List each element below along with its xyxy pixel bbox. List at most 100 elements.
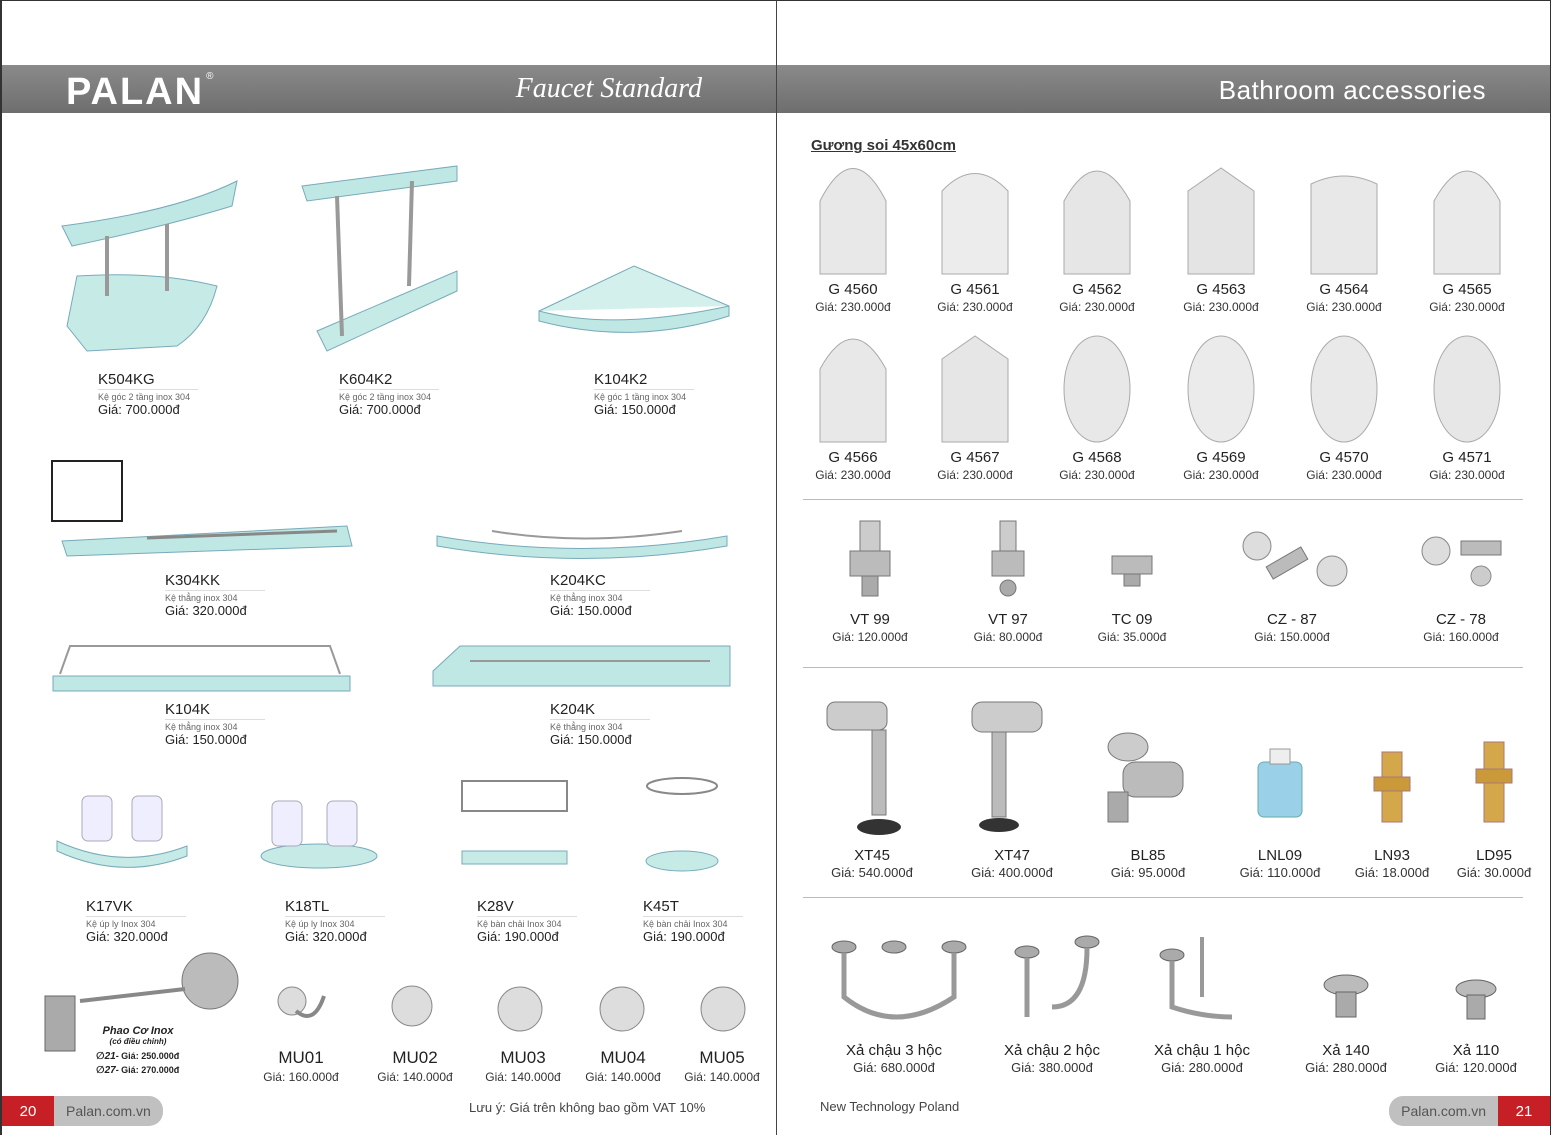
mirror-price: Giá: 230.000đ [815,468,891,482]
product-k45t: K45T Kệ bàn chải Inox 304 Giá: 190.000đ [643,898,743,944]
product-desc: Kệ úp ly Inox 304 [285,916,385,929]
fitting-code: LD95 [1476,847,1512,864]
valve-cz87: CZ - 87 Giá: 150.000đ [1227,516,1357,646]
valve-image [991,520,1025,597]
hook-price: Giá: 140.000đ [377,1070,453,1084]
valve-image [1242,531,1348,587]
product-price: Giá: 320.000đ [86,929,168,944]
page-number: 21 [1498,1096,1550,1126]
drain-image [1159,937,1233,1020]
product-desc: Kệ góc 2 tầng inox 304 [98,389,198,402]
drain-price: Giá: 280.000đ [1161,1060,1243,1075]
mirror-image [819,338,887,443]
shelf-image-k504kg [61,180,238,352]
hook-price: Giá: 140.000đ [485,1070,561,1084]
right-footer: Palan.com.vn 21 [1389,1096,1550,1126]
divider [803,667,1523,668]
product-k204kc: K204KC Kệ thẳng inox 304 Giá: 150.000đ [550,572,650,618]
brush-holder-image-k45t [645,777,719,872]
drain-price: Giá: 120.000đ [1435,1060,1517,1075]
mirror-heading: Gương soi 45x60cm [811,137,956,154]
footer-note: New Technology Poland [820,1099,960,1114]
fitting-ld95: LD95 Giá: 30.000đ [1439,687,1549,882]
product-code: K604K2 [339,371,393,388]
shelf-image-k204k [432,645,731,687]
product-k18tl: K18TL Kệ úp ly Inox 304 Giá: 320.000đ [285,898,385,944]
shelf-image-k104k [52,645,351,692]
valve-cz78: CZ - 78 Giá: 160.000đ [1401,516,1521,646]
mirror-price: Giá: 230.000đ [1306,300,1382,314]
mirror-code: G 4571 [1442,449,1492,466]
mirror-code: G 4566 [828,449,878,466]
left-header-bar: PALAN® Faucet Standard [2,65,776,113]
section-title: Bathroom accessories [1218,75,1486,105]
drain-image [1455,979,1497,1020]
hook-mu01: MU01 Giá: 160.000đ [256,1048,346,1086]
hook-mu05: MU05 Giá: 140.000đ [677,1048,767,1086]
shelf-image-k204kc [436,530,728,559]
fitting-code: LNL09 [1257,847,1303,864]
product-code: K204K [550,701,596,718]
hook-image-mu05 [700,986,746,1032]
hook-code: MU04 [600,1048,646,1067]
drain-price: Giá: 280.000đ [1305,1060,1387,1075]
mirror-g4562: G 4562 Giá: 230.000đ [1049,166,1145,316]
cup-holder-image-k18tl [260,800,378,869]
mirror-image [1310,335,1378,443]
product-code: K28V [477,898,514,915]
mirror-code: G 4570 [1319,449,1369,466]
valve-price: Giá: 160.000đ [1423,630,1499,644]
mirror-image [1433,335,1501,443]
hook-code: MU02 [392,1048,438,1067]
valve-price: Giá: 80.000đ [973,630,1043,644]
mirror-g4564: G 4564 Giá: 230.000đ [1296,166,1392,316]
mirror-image [1187,335,1255,443]
float-valve-name: Phao Cơ Inox [102,1025,174,1037]
hook-price: Giá: 140.000đ [684,1070,760,1084]
mirror-g4563: G 4563 Giá: 230.000đ [1173,166,1269,316]
product-k604k2: K604K2 Kệ góc 2 tầng inox 304 Giá: 700.0… [339,371,439,417]
left-footer: 20 Palan.com.vn [2,1096,163,1126]
fitting-code: XT45 [854,847,890,864]
mirror-g4566: G 4566 Giá: 230.000đ [805,334,901,484]
product-price: Giá: 320.000đ [285,929,367,944]
float-valve-size-27: ∅27 [96,1065,116,1076]
hook-code: MU03 [500,1048,546,1067]
valve-tc09: TC 09 Giá: 35.000đ [1087,516,1177,646]
valve-vt97: VT 97 Giá: 80.000đ [963,516,1053,646]
shelf-image-k304kk [51,460,353,557]
page-number: 20 [2,1096,54,1126]
site-link[interactable]: Palan.com.vn [1389,1096,1498,1126]
hook-code: MU05 [699,1048,745,1067]
valve-code: VT 99 [850,611,890,628]
float-valve-price-27: ∅27- Giá: 270.000đ [96,1065,179,1076]
product-price: Giá: 700.000đ [339,402,421,417]
product-code: K204KC [550,572,606,589]
fitting-price: Giá: 540.000đ [831,865,913,880]
valve-price: Giá: 120.000đ [832,630,908,644]
mirror-image [941,173,1009,275]
mirror-price: Giá: 230.000đ [937,468,1013,482]
fitting-price: Giá: 18.000đ [1354,865,1430,880]
hook-image-mu04 [599,986,645,1032]
valve-vt99: VT 99 Giá: 120.000đ [825,516,915,646]
mirror-code: G 4567 [950,449,1000,466]
mirror-image [1433,170,1501,275]
fitting-code: XT47 [994,847,1030,864]
fitting-image [1257,748,1303,818]
float-valve-label: Phao Cơ Inox (có điều chỉnh) [88,1025,188,1046]
hook-price: Giá: 140.000đ [585,1070,661,1084]
mirror-image [1063,335,1131,443]
fitting-xt47: XT47 Giá: 400.000đ [957,687,1067,882]
mirror-code: G 4563 [1196,281,1246,298]
site-link[interactable]: Palan.com.vn [54,1096,163,1126]
mirror-price: Giá: 230.000đ [1306,468,1382,482]
drain-image [1014,935,1100,1017]
fitting-price: Giá: 30.000đ [1456,865,1532,880]
product-desc: Kệ bàn chải Inox 304 [477,916,577,929]
fitting-price: Giá: 110.000đ [1239,865,1321,880]
product-k204k: K204K Kệ thẳng inox 304 Giá: 150.000đ [550,701,650,747]
float-valve-price-21: ∅21- Giá: 250.000đ [96,1051,179,1062]
mirror-code: G 4561 [950,281,1000,298]
product-k304kk: K304KK Kệ thẳng inox 304 Giá: 320.000đ [165,572,265,618]
